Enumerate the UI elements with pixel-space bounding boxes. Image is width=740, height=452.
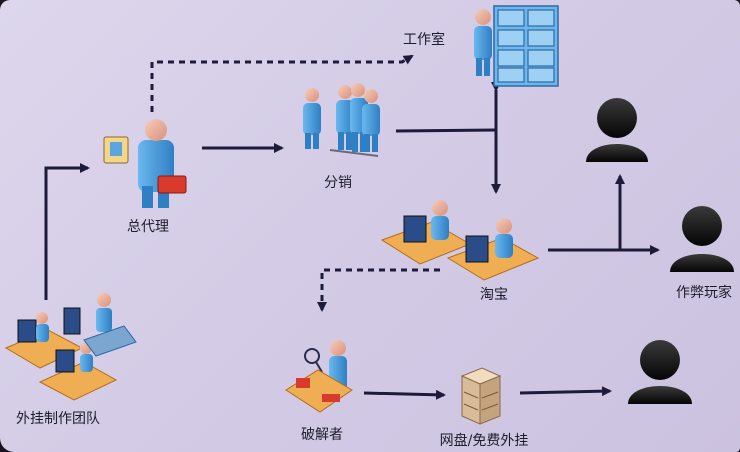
- arrows: [44, 54, 660, 400]
- label-cheat-dev-team: 外挂制作团队: [16, 411, 100, 427]
- label-taobao: 淘宝: [480, 287, 508, 303]
- arrow-cracker-to-netdisk: [363, 389, 446, 400]
- arrow-taobao-to-cracker: [317, 268, 440, 312]
- label-distribution: 分销: [324, 175, 352, 191]
- label-general-agent: 总代理: [127, 219, 169, 235]
- arrow-netdisk-to-player: [519, 386, 612, 397]
- cracker-figure: [285, 340, 353, 413]
- cheat-dev-team-figure: [4, 293, 137, 401]
- player-right-figure: [670, 206, 734, 272]
- distribution-figure: [303, 83, 380, 157]
- workshop-figure: [474, 5, 559, 87]
- arrow-team-to-agent: [44, 163, 90, 300]
- label-cheat-player: 作弊玩家: [676, 285, 732, 301]
- label-workshop: 工作室: [403, 32, 445, 48]
- netdisk-figure: [460, 367, 502, 425]
- general-agent-figure: [103, 119, 187, 208]
- player-top-figure: [586, 98, 648, 162]
- taobao-figure: [380, 200, 540, 281]
- label-netdisk: 网盘/免费外挂: [439, 433, 529, 449]
- arrow-agent-to-workshop: [150, 54, 414, 112]
- arrow-distribution-line: [395, 128, 497, 133]
- player-bottom-figure: [628, 340, 692, 404]
- label-cracker: 破解者: [301, 427, 343, 443]
